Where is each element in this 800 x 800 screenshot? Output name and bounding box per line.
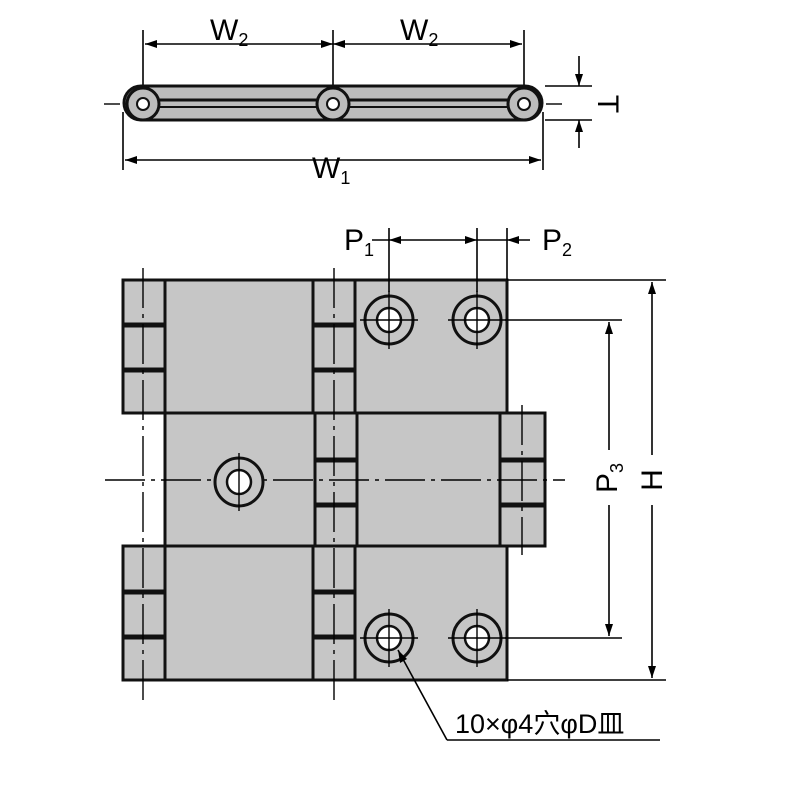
h-label: H [636, 469, 669, 491]
hole-top-right [448, 291, 506, 349]
hole-note-leader [397, 649, 660, 741]
w1-dimension-line [125, 156, 541, 164]
p2-label: P2 [542, 224, 572, 260]
p3-h-dimension-lines [505, 279, 666, 681]
chain-side-profile [104, 84, 562, 122]
w2-dimension-line [145, 40, 522, 48]
side-view: W2 W2 W1 T [104, 14, 624, 188]
w1-label: W1 [312, 152, 350, 188]
w2-right-label: W2 [400, 14, 438, 50]
plate-row-bottom [121, 544, 509, 682]
hole-bottom-left [360, 609, 418, 667]
plate-row-top [121, 278, 509, 415]
pin-centerlines [105, 268, 565, 700]
hole-bottom-right [448, 609, 506, 667]
p1-label: P1 [344, 224, 374, 260]
hole-top-left [360, 291, 418, 349]
countersunk-holes [213, 291, 506, 667]
p3-label: P3 [591, 463, 627, 493]
t-label: T [591, 95, 624, 113]
hole-note-label: 10×φ4穴φD皿 [455, 709, 624, 739]
w2-left-label: W2 [210, 14, 248, 50]
plan-view: P1 P2 P3 H 10×φ4穴φD皿 [105, 224, 669, 741]
hole-middle [213, 453, 265, 511]
t-dimension-line [545, 56, 592, 148]
p1-p2-dimension-lines [372, 228, 530, 292]
